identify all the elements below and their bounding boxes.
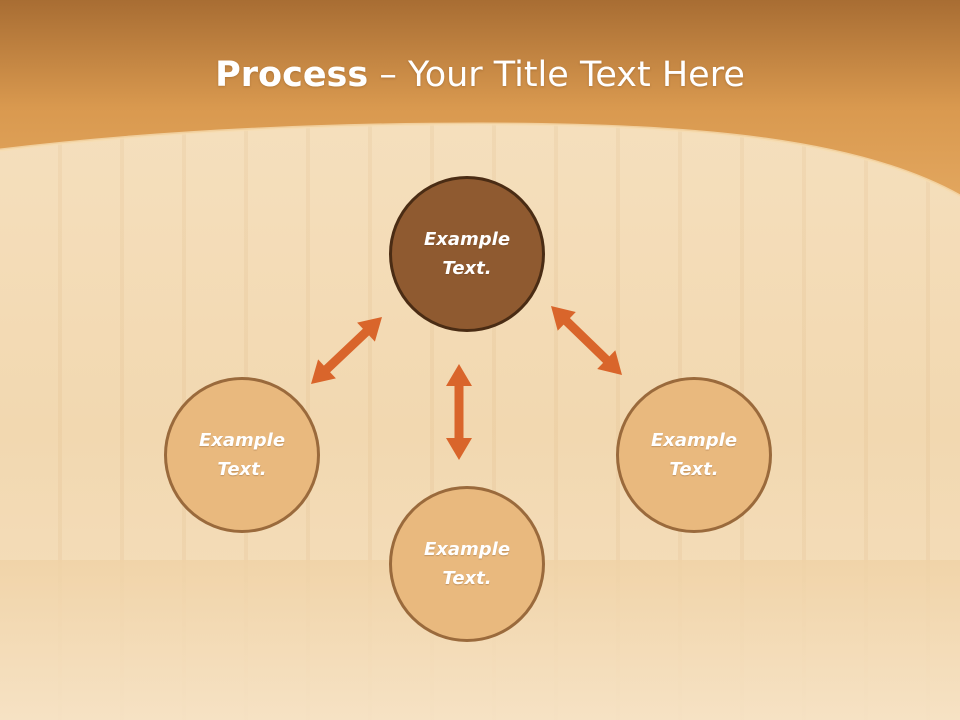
title-rest: – Your Title Text Here [368,55,745,95]
arrow-top-right [551,306,622,375]
node-bottom-text: Example Text. [423,539,511,589]
arrow-left-top [311,317,382,384]
node-right: Example Text. [616,377,772,533]
title-bold: Process [215,55,369,95]
node-left-text: Example Text. [198,430,286,480]
header-shape [0,0,960,196]
node-right-text: Example Text. [650,430,738,480]
arrow-top-bottom [446,364,472,460]
node-top-text: Example Text. [423,229,511,279]
header-highlight [0,122,960,198]
node-top: Example Text. [389,176,545,332]
node-left: Example Text. [164,377,320,533]
node-bottom: Example Text. [389,486,545,642]
slide-title: Process – Your Title Text Here [0,52,960,98]
connectors [311,306,622,460]
header-band [0,0,960,198]
